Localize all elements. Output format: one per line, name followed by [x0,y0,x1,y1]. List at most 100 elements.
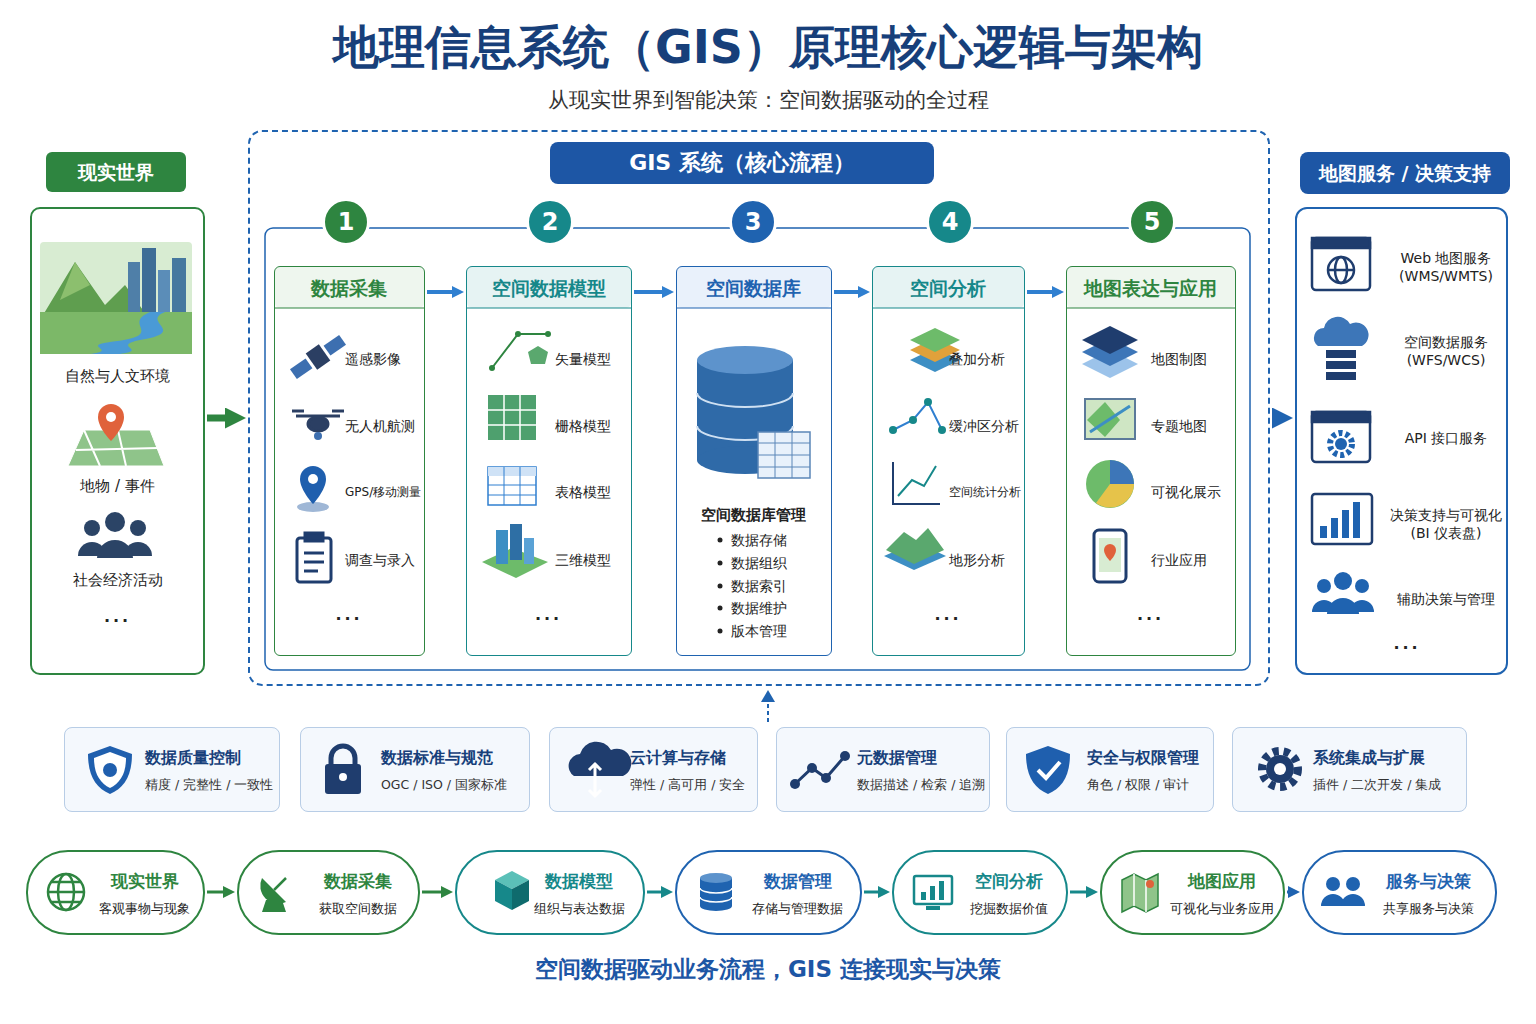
map-pin-icon [106,412,116,422]
landscape-icon [128,262,140,312]
step-number: 2 [529,201,571,243]
step-circle: 1 [322,198,370,246]
flow-detail: 共享服务与决策 [1368,901,1489,917]
dashboard-icon [1353,502,1360,538]
metadata-icon [795,756,845,784]
flow-pill: 数据采集获取空间数据 [237,850,420,935]
pie-icon [1110,460,1134,484]
flow-pill: 服务与决策共享服务与决策 [1302,850,1497,935]
item-label: 栅格模型 [555,418,629,435]
dish-icon [262,900,286,912]
clipboard-icon [304,561,324,564]
item-label: 社会经济活动 [32,571,203,590]
item-label: 缓冲区分析 [949,418,1022,435]
landscape-icon [90,312,165,354]
flow-arrow [1070,891,1090,894]
support-detail: 弹性 / 高可用 / 安全 [630,777,755,793]
landscape-icon [40,312,192,354]
item-label: 矢量模型 [555,351,629,368]
world-panel: 现实世界自然与人文环境地物 / 事件社会经济活动... [30,207,205,675]
flow-arrow [427,290,456,294]
flow-arrow [1272,415,1278,422]
flow-arrow [634,290,666,294]
step-number: 4 [929,201,971,243]
gis-system-frame: 12345数据采集遥感影像无人机航测GPS/移动测量调查与录入...空间数据模型… [248,130,1270,686]
flow-title: 地图应用 [1166,871,1277,892]
api-icon [1312,412,1370,462]
support-detail: OGC / ISO / 国家标准 [381,777,527,793]
api-icon [1335,438,1347,450]
drone-icon [332,410,344,413]
database-icon [700,888,732,902]
drone-icon [292,411,344,440]
support-detail: 数据描述 / 检索 / 追溯 [857,777,987,793]
support-detail: 精度 / 完整性 / 一致性 [145,777,277,793]
clipboard-icon [304,570,318,573]
database-icon [758,432,810,478]
phone-icon [1094,530,1126,582]
support-fill [1232,727,1467,812]
column-heading: 空间数据库 [677,267,830,309]
dashboard-icon [1342,510,1349,538]
map-icon [1122,874,1158,912]
cloud-icon [589,764,601,796]
globe-icon [48,891,84,894]
item-label: 数据维护 [731,600,827,618]
thematic-map-icon [1085,399,1135,439]
db-subtitle: 空间数据库管理 [677,506,830,524]
support-box: 元数据管理数据描述 / 检索 / 追溯 [776,727,990,812]
landscape-icon [40,242,192,354]
layers-icon [1082,326,1138,354]
heading-band [467,267,631,308]
cloud-server-icon [1326,372,1356,380]
shield-check-icon [1038,762,1060,778]
support-fill [300,727,530,812]
map-icon [1146,880,1154,888]
cube-icon [495,871,529,910]
cloud-icon [569,742,632,796]
map-icon [1134,874,1146,912]
item-label: 地图制图 [1151,351,1233,368]
column-heading: 空间数据模型 [467,267,630,309]
dish-icon [274,878,286,890]
ellipsis: ... [1357,634,1457,654]
landscape-icon [60,262,90,300]
buffer-icon [909,416,917,424]
people-icon [105,512,125,532]
flow-title: 服务与决策 [1368,871,1489,892]
people-icon [1334,572,1352,590]
phone-icon [1104,544,1116,561]
support-box: 云计算与存储弹性 / 高可用 / 安全 [549,727,758,812]
people-icon [1341,894,1365,906]
item-label: 行业应用 [1151,552,1233,569]
item-label: 叠加分析 [949,351,1022,368]
service-label: 空间数据服务 (WFS/WCS) [1385,334,1507,369]
globe-icon [51,881,81,884]
raster-icon [488,395,536,440]
buffer-icon [889,398,946,434]
flow-title: 数据管理 [741,871,854,892]
layers-icon [1082,326,1138,378]
terrain-icon [884,528,946,570]
bullet-dot [718,584,723,589]
cube-icon [512,880,529,910]
shield-icon [88,746,132,794]
heading-band [467,308,631,309]
phone-icon [1099,538,1121,572]
thematic-map-icon [1090,406,1130,432]
item-label: 数据存储 [731,532,827,550]
vector-icon [492,334,548,368]
vector-icon [545,331,551,337]
title: 地理信息系统（GIS）原理核心逻辑与架构 [0,19,1536,77]
heading-band [873,267,1024,308]
item-label: 地物 / 事件 [32,477,203,496]
database-icon [700,873,732,883]
clipboard-icon [304,552,324,555]
raster-icon [488,395,536,440]
flow-detail: 组织与表达数据 [521,901,637,917]
lock-icon [325,764,361,794]
process-column: 地图表达与应用地图制图专题地图可视化展示行业应用... [1066,266,1236,656]
support-arrow [761,690,775,722]
dish-icon [260,878,286,904]
item-label: 可视化展示 [1151,484,1233,501]
